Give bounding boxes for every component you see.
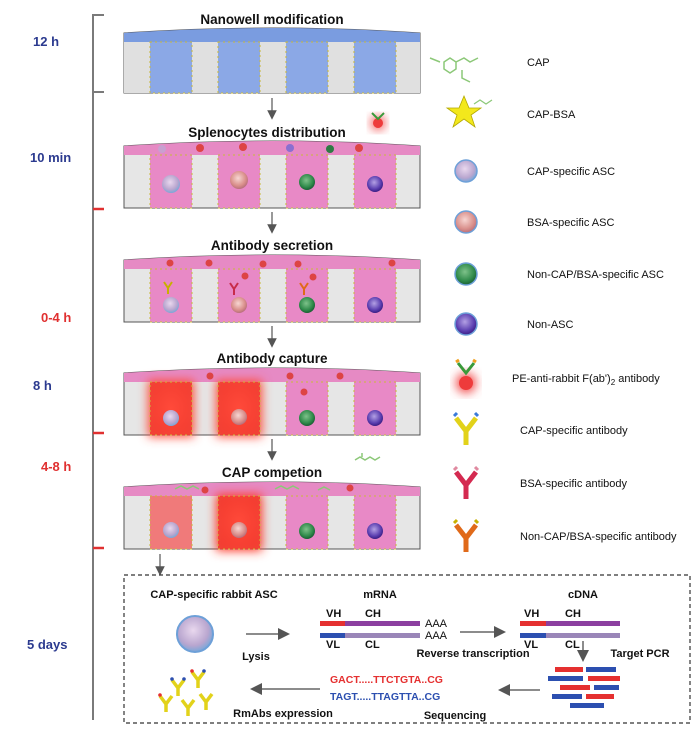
bsa-specific-antibody-icon: [452, 465, 480, 499]
nanowell-plate-stage-3: [123, 254, 421, 323]
legend-label-cap-bsa: CAP-BSA: [527, 109, 576, 121]
stage-title-cap-competion: CAP competion: [222, 465, 322, 480]
pcr-product-fragments: [548, 667, 620, 708]
legend-label-non-cap-bsa-antibody: Non-CAP/BSA-specific antibody: [520, 531, 677, 543]
nanowell-plate-stage-5: [123, 481, 421, 551]
pe-antibody-dropping-icon: [371, 112, 385, 130]
nanowell-plate-stage-1: [123, 27, 421, 94]
reverse-transcription-label: Reverse transcription: [416, 648, 529, 660]
timeline-bar: [92, 14, 104, 720]
svg-text:AAA: AAA: [425, 618, 448, 630]
stage-title-antibody-capture: Antibody capture: [216, 351, 327, 366]
non-cap-bsa-antibody-icon: [452, 518, 480, 552]
svg-text:VL: VL: [326, 639, 340, 651]
stage-title-antibody-secretion: Antibody secretion: [211, 238, 333, 253]
stage-title-splenocytes-distribution: Splenocytes distribution: [188, 125, 346, 140]
svg-text:CH: CH: [565, 608, 581, 620]
bsa-specific-asc-cell-icon: [454, 210, 478, 234]
mrna-title: mRNA: [363, 589, 397, 601]
legend-label-bsa-specific-asc: BSA-specific ASC: [527, 217, 614, 229]
cap-specific-asc-cell-icon: [454, 159, 478, 183]
cdna-strands: VH CH VL CL: [520, 608, 620, 651]
legend-label-cap: CAP: [527, 57, 550, 69]
timeline-label-8h: 8 h: [33, 378, 52, 393]
legend-label-pe-anti-rabbit: PE-anti-rabbit F(ab')2 antibody: [512, 373, 660, 387]
svg-text:CH: CH: [365, 608, 381, 620]
svg-text:VH: VH: [524, 608, 539, 620]
svg-text:CL: CL: [365, 639, 380, 651]
mrna-strands: VH CH VL CL AAA AAA: [320, 608, 448, 651]
timeline-label-10min: 10 min: [30, 150, 72, 165]
legend-label-non-cap-bsa-asc: Non-CAP/BSA-specific ASC: [527, 269, 664, 281]
pe-anti-rabbit-antibody-icon: [455, 358, 477, 393]
heavy-chain-sequence: GACT.....TTCTGTA..CG: [330, 674, 443, 686]
timeline-label-5days: 5 days: [27, 637, 68, 652]
legend-label-cap-specific-antibody: CAP-specific antibody: [520, 425, 628, 437]
timeline-label-4-8h: 4-8 h: [41, 459, 72, 474]
recombinant-antibodies-icon: [158, 669, 214, 716]
timeline-label-12h: 12 h: [33, 34, 60, 49]
rabbit-asc-cell-icon: [176, 615, 214, 653]
non-cap-bsa-asc-cell-icon: [454, 262, 478, 286]
svg-text:AAA: AAA: [425, 630, 448, 642]
svg-text:VL: VL: [524, 639, 538, 651]
sequencing-label: Sequencing: [424, 710, 486, 722]
rmabs-expression-label: RmAbs expression: [233, 708, 333, 720]
lysis-label: Lysis: [242, 651, 270, 663]
legend-label-bsa-specific-antibody: BSA-specific antibody: [520, 478, 627, 490]
target-pcr-label: Target PCR: [610, 648, 669, 660]
legend-label-non-asc: Non-ASC: [527, 319, 574, 331]
non-asc-cell-icon: [454, 312, 478, 336]
nanowell-plate-stage-2: [123, 140, 421, 209]
cap-specific-antibody-icon: [452, 411, 480, 445]
svg-text:VH: VH: [326, 608, 341, 620]
legend-label-cap-specific-asc: CAP-specific ASC: [527, 166, 615, 178]
legend: CAP CAP-BSA CAP-specific ASC BSA-specifi…: [429, 57, 677, 552]
cap-molecule-icon: [429, 57, 479, 83]
sequencing-workflow-box: [123, 574, 691, 724]
light-chain-sequence: TAGT.....TTAGTTA..CG: [330, 691, 440, 703]
asc-title: CAP-specific rabbit ASC: [150, 589, 277, 601]
cap-bsa-star-icon: [445, 94, 493, 129]
cap-dropping-icon: [354, 453, 381, 461]
timeline-label-0-4h: 0-4 h: [41, 310, 72, 325]
cdna-title: cDNA: [568, 589, 598, 601]
svg-text:CL: CL: [565, 639, 580, 651]
stage-title-nanowell-modification: Nanowell modification: [200, 12, 343, 27]
nanowell-plate-stage-4: [123, 367, 421, 437]
